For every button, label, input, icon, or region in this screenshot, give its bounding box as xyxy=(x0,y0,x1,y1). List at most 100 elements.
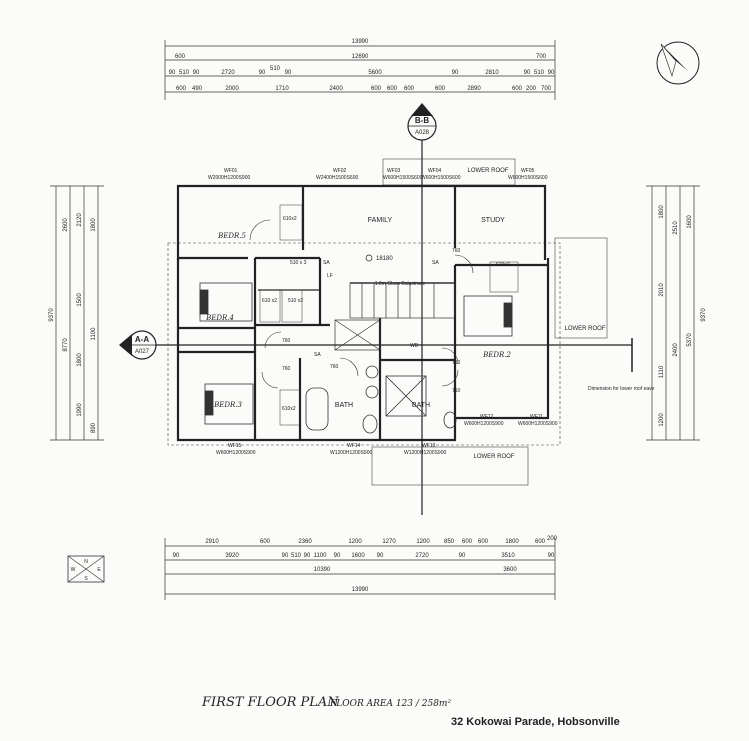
right-c3-1: 2510 xyxy=(673,221,679,235)
bottom-r2-0: 90 xyxy=(173,553,180,559)
left-c3-3: 1500 xyxy=(77,293,83,307)
lower-roof-bottom: LOWER ROOF xyxy=(473,454,514,460)
window-wf01-spec: W2000H1200S900 xyxy=(208,175,250,181)
section-bb-label: B-B xyxy=(415,116,429,125)
right-c3-2: 1600 xyxy=(687,215,693,229)
plan-title: FIRST FLOOR PLAN xyxy=(201,695,339,710)
room-bedr5: BEDR.5 xyxy=(217,232,246,240)
address: 32 Kokowai Parade, Hobsonville xyxy=(451,716,620,728)
window-wf13: WF13 xyxy=(422,443,436,449)
bottom-r2-8: 90 xyxy=(377,553,384,559)
top-dim-r4-2: 2000 xyxy=(225,86,239,92)
north-arrow-icon xyxy=(656,41,700,85)
left-c3-2: 1800 xyxy=(91,218,97,232)
top-dim-r3-0: 90 xyxy=(169,70,176,76)
bottom-r1-8: 600 xyxy=(478,539,489,545)
top-dim-r4-7: 600 xyxy=(404,86,415,92)
wardrobe-label-5: 610 x2 xyxy=(262,298,277,304)
level-mark: 18180 xyxy=(376,256,393,262)
top-dim-r4-4: 2400 xyxy=(329,86,343,92)
bottom-r1-1: 600 xyxy=(260,539,271,545)
top-dim-r4-5: 600 xyxy=(371,86,382,92)
sa-label-3: SA xyxy=(314,352,321,358)
door-760-b: 760 xyxy=(282,338,291,344)
left-overall-dim: 9370 xyxy=(49,308,55,322)
window-wf15: WF15 xyxy=(228,443,242,449)
top-dim-r2-2: 700 xyxy=(536,54,547,60)
wd-label: WD xyxy=(410,343,419,349)
top-dim-r2-0: 600 xyxy=(175,54,186,60)
wardrobe-label-3: 610x2 xyxy=(282,406,296,412)
left-c3-6: 1990 xyxy=(77,403,83,417)
left-col2-dim: 8770 xyxy=(63,338,69,352)
left-c3-4: 1800 xyxy=(77,353,83,367)
window-wf01: WF01 xyxy=(224,168,238,174)
wardrobe-label-2: 610x2 xyxy=(496,262,510,268)
top-overall-dim: 13990 xyxy=(352,39,369,45)
top-dim-r4-8: 600 xyxy=(435,86,446,92)
bottom-r2-4: 90 xyxy=(304,553,311,559)
bottom-r1-3: 1200 xyxy=(348,539,362,545)
top-dim-r4-1: 490 xyxy=(192,86,203,92)
top-dim-r3-4: 90 xyxy=(259,70,266,76)
window-wf02: WF02 xyxy=(333,168,347,174)
top-dim-r3-12: 90 xyxy=(548,70,555,76)
top-dim-r4-10: 600 xyxy=(512,86,523,92)
top-dim-r3-10: 90 xyxy=(524,70,531,76)
level-icon xyxy=(365,254,373,262)
bottom-r2-7: 1600 xyxy=(351,553,365,559)
window-wf12: WF12 xyxy=(480,414,494,420)
bottom-r1-4: 1270 xyxy=(382,539,396,545)
room-bedr4: BEDR.4 xyxy=(205,314,234,322)
bottom-r2-3: 510 xyxy=(291,553,302,559)
bottom-r1-0: 2910 xyxy=(205,539,219,545)
top-dim-r3-1: 510 xyxy=(179,70,190,76)
lower-roof-top: LOWER ROOF xyxy=(467,168,508,174)
room-bedr3: BEDR.3 xyxy=(213,401,242,409)
window-wf02-spec: W2400H1500S600 xyxy=(316,175,358,181)
sa-label-2: SA xyxy=(432,260,439,266)
right-dimensions xyxy=(646,185,700,441)
bottom-r1-9: 1800 xyxy=(505,539,519,545)
window-wf04: WF04 xyxy=(428,168,442,174)
door-760-d: 760 xyxy=(330,364,339,370)
top-dim-r3-7: 5600 xyxy=(368,70,382,76)
bath-fixtures xyxy=(305,365,457,434)
window-wf04-spec: W600H1500S600 xyxy=(421,175,461,181)
window-wf11-spec: W600H1200S900 xyxy=(518,421,558,427)
right-col2-dim: 5370 xyxy=(687,333,693,347)
bottom-r1-11: 200 xyxy=(547,536,558,542)
note-lower-roof: Dimension for lower roof eave xyxy=(588,386,655,392)
left-c3-0: 2600 xyxy=(63,218,69,232)
top-dim-r3-5: 510 xyxy=(270,66,281,72)
top-dimensions xyxy=(164,40,556,100)
bottom-r1-10: 600 xyxy=(535,539,546,545)
window-wf15-spec: W600H1200S900 xyxy=(216,450,256,456)
wardrobe-label-4: 510 x 3 xyxy=(290,260,307,266)
window-wf03: WF03 xyxy=(387,168,401,174)
top-dim-r3-6: 90 xyxy=(285,70,292,76)
top-dim-r3-2: 90 xyxy=(193,70,200,76)
section-aa-ref: A027 xyxy=(135,349,150,355)
section-bb-ref: A028 xyxy=(415,130,430,136)
window-wf03-spec: W600H1500S600 xyxy=(383,175,423,181)
bottom-r2-12: 90 xyxy=(548,553,555,559)
section-bb-marker xyxy=(407,103,437,515)
bottom-r2-10: 90 xyxy=(459,553,466,559)
left-c3-1: 2120 xyxy=(77,213,83,227)
lower-roof-right: LOWER ROOF xyxy=(564,326,605,332)
compass-w: W xyxy=(71,567,76,573)
bottom-r2-2: 90 xyxy=(282,553,289,559)
lower-roof-outlines xyxy=(167,158,608,486)
bottom-r2-5: 1100 xyxy=(314,553,328,559)
window-wf13-spec: W1200H1200S900 xyxy=(404,450,446,456)
compass-icon xyxy=(67,555,105,583)
top-dim-r3-8: 90 xyxy=(452,70,459,76)
top-dim-r4-11: 200 xyxy=(526,86,537,92)
compass-s: S xyxy=(84,576,88,582)
section-aa-label: A-A xyxy=(135,335,149,344)
window-wf14: WF14 xyxy=(347,443,361,449)
window-wf05-spec: W600H1500S600 xyxy=(508,175,548,181)
compass-n: N xyxy=(84,559,88,565)
floor-area: FLOOR AREA 123 / 258m² xyxy=(329,699,451,709)
